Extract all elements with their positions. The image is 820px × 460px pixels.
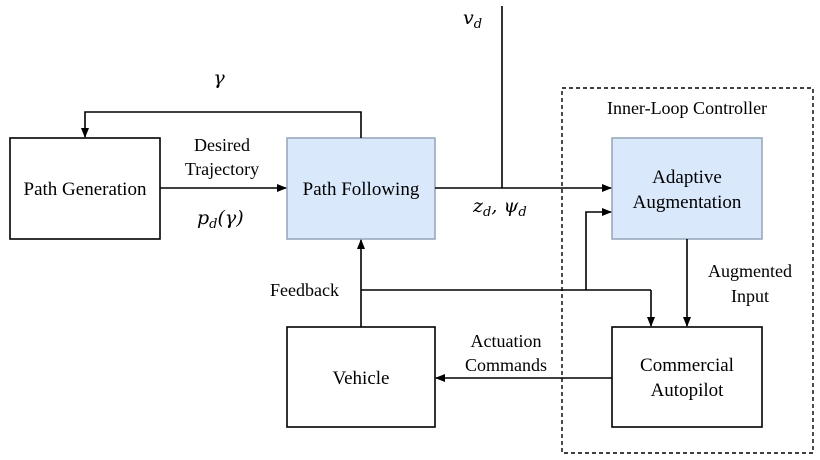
gamma-label: γ [213,67,225,89]
z-psi-separator: , [491,195,503,217]
path-generation-label: Path Generation [24,179,147,200]
path-following-label: Path Following [303,179,420,200]
z-d-base: z [472,195,484,217]
commercial-autopilot-block: Commercial Autopilot [611,326,763,428]
desired-trajectory-line2: Trajectory [185,159,259,179]
v-d-label: vd [463,7,482,32]
commercial-autopilot-label-line2: Autopilot [651,380,725,401]
z-d-sub: d [483,205,491,220]
psi-d-sub: d [518,205,526,220]
inner-loop-controller-title: Inner-Loop Controller [607,98,767,118]
path-generation-block: Path Generation [9,137,161,240]
adaptive-augmentation-block: Adaptive Augmentation [611,137,763,240]
arrow-gamma-loop [81,111,362,138]
z-d-psi-d-label: zd, ψd [472,195,527,220]
augmented-input-line1: Augmented [708,261,792,281]
p-d-base: p [197,207,209,229]
p-d-arg: (γ) [218,207,244,229]
feedback-label: Feedback [270,280,339,300]
arrow-feedback-to-adaptive [585,208,612,290]
path-following-block: Path Following [286,137,436,240]
psi-d-base: ψ [503,195,519,217]
actuation-commands-line1: Actuation [471,331,542,351]
commercial-autopilot-label-line1: Commercial [640,355,734,376]
vehicle-label: Vehicle [333,368,390,389]
augmented-input-line2: Input [731,286,769,306]
v-d-sub: d [474,17,482,32]
adaptive-augmentation-label-line1: Adaptive [652,167,722,188]
v-d-base: v [463,7,474,29]
p-d-sub: d [209,217,217,232]
desired-trajectory-line1: Desired [194,135,250,155]
p-d-gamma-label: pd(γ) [197,207,244,232]
vehicle-block: Vehicle [286,326,436,428]
actuation-commands-line2: Commands [465,355,547,375]
adaptive-augmentation-label-line2: Augmentation [633,192,742,213]
